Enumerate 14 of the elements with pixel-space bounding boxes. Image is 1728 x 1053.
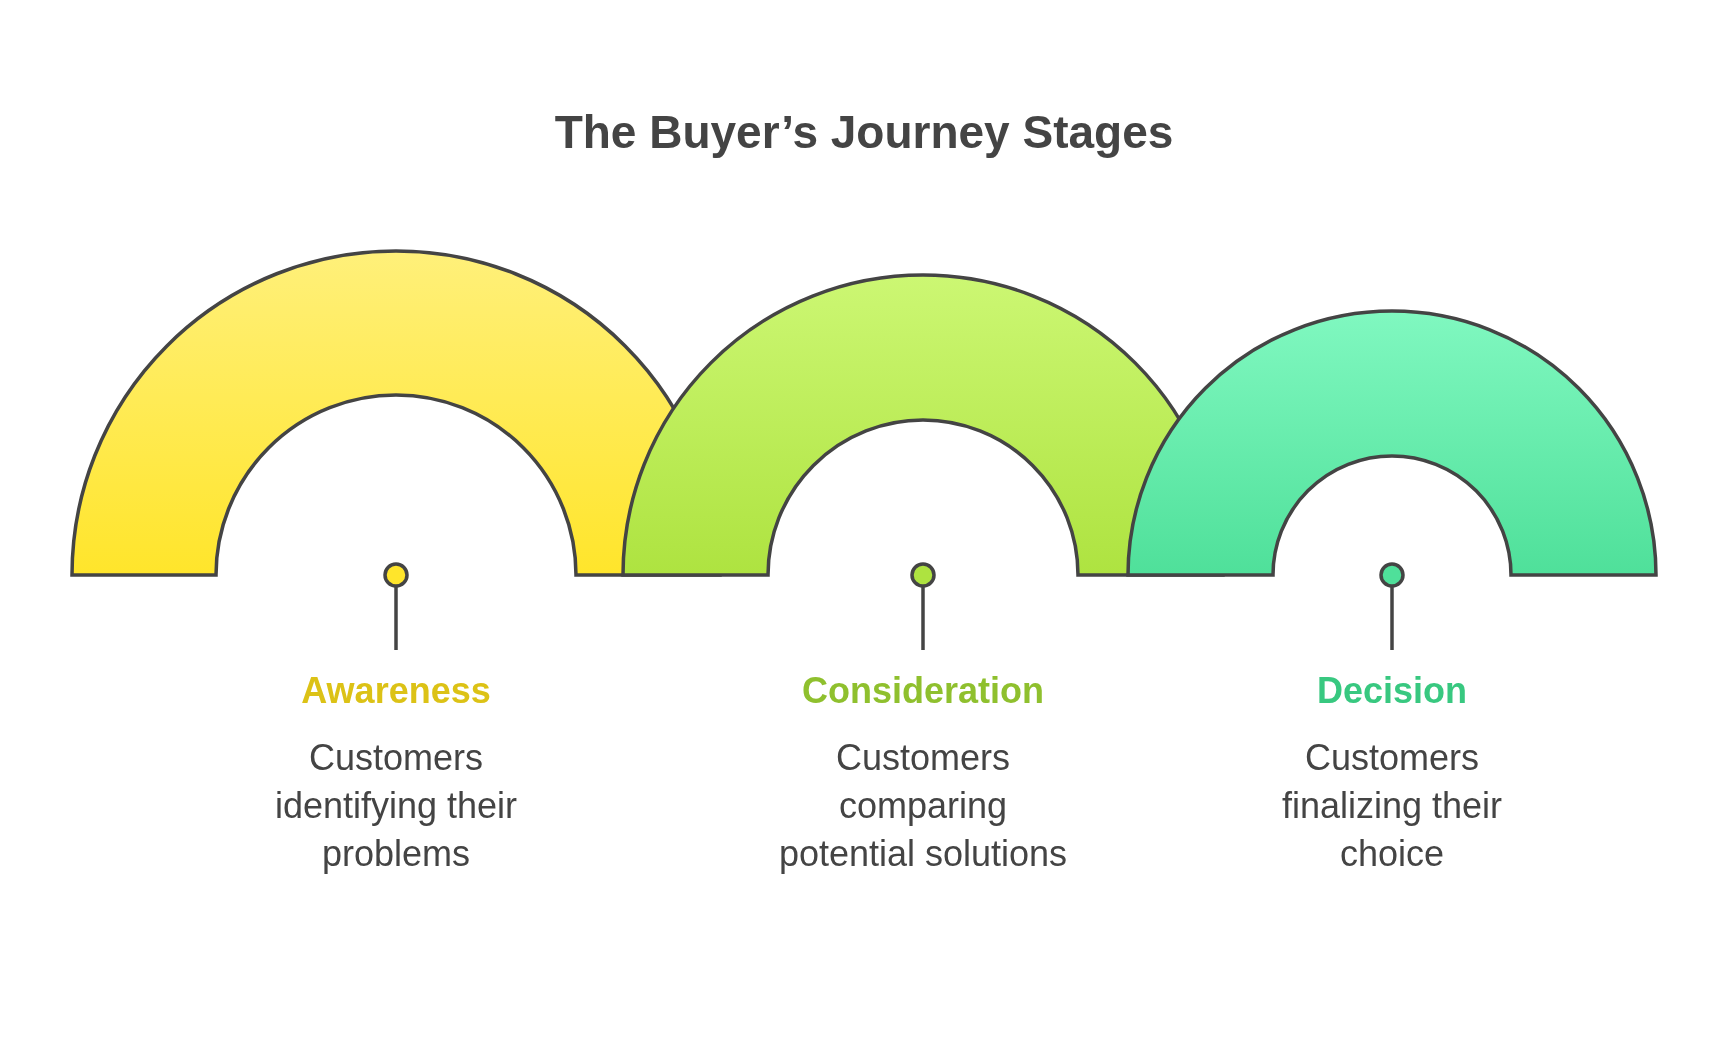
stage-description: Customers comparing potential solutions xyxy=(777,736,1069,876)
title: The Buyer’s Journey Stages xyxy=(554,105,1174,159)
dot-marker xyxy=(910,562,936,588)
stage-description: Customers identifying their problems xyxy=(273,736,519,876)
dot-marker xyxy=(1379,562,1405,588)
leader-line xyxy=(921,586,925,650)
leader-line xyxy=(394,586,398,650)
stage-heading: Awareness xyxy=(301,670,491,712)
stage-description: Customers finalizing their choice xyxy=(1280,736,1504,876)
leader-line xyxy=(1390,586,1394,650)
stage-heading: Consideration xyxy=(802,670,1044,712)
arch-shape xyxy=(1126,309,1658,577)
stage-heading: Decision xyxy=(1316,670,1467,712)
dot-marker xyxy=(383,562,409,588)
